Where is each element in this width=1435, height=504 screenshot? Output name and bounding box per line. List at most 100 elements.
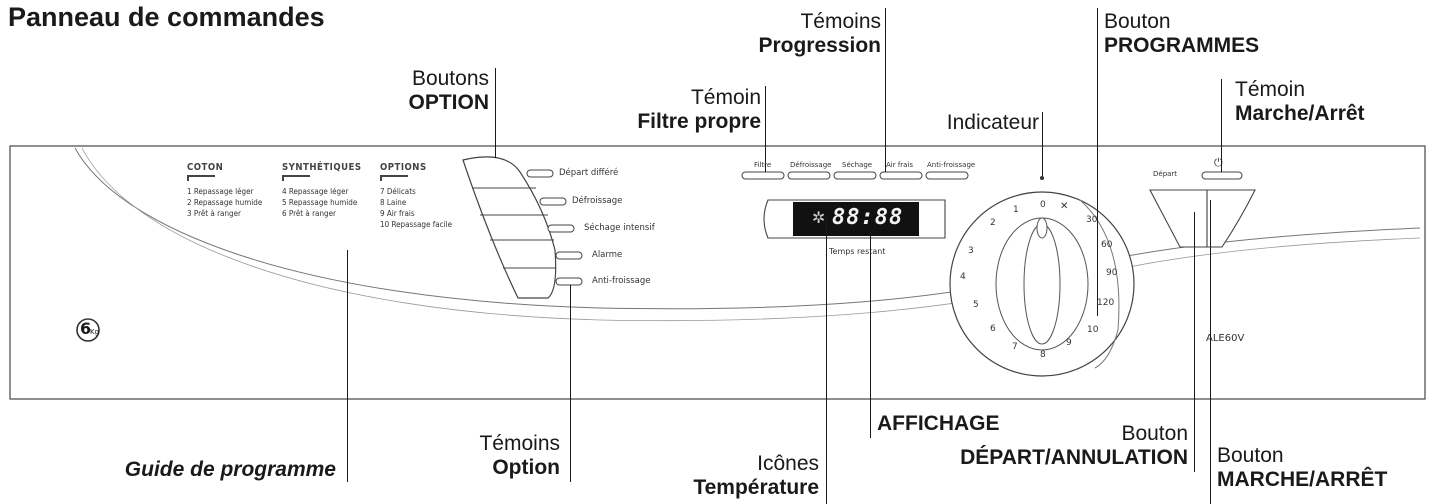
guide-options: OPTIONS 7 Délicats 8 Laine 9 Air frais 1… <box>380 162 452 230</box>
progress-led <box>833 171 877 180</box>
callout-icones-temperature: Icônes Température <box>693 452 819 499</box>
callout-temoins-progression: Témoins Progression <box>758 10 881 57</box>
progress-led <box>787 171 831 180</box>
leader-temoin-filtre <box>765 86 766 172</box>
program-dial[interactable] <box>949 191 1135 377</box>
display-screen <box>793 202 919 236</box>
guide-item: 4 Repassage léger <box>282 187 349 196</box>
depart-label: Départ <box>1153 170 1178 178</box>
display-digits: 88:88 <box>832 205 904 230</box>
guide-bracket <box>187 175 215 181</box>
leader-indicateur <box>1042 112 1043 176</box>
dial-number: 0 <box>1040 200 1046 210</box>
progress-label-air-frais: Air frais <box>886 161 914 169</box>
leader-temoin-marche <box>1221 79 1222 172</box>
callout-indicateur: Indicateur <box>946 111 1039 134</box>
dial-number: 6 <box>990 324 996 334</box>
callout-temoins-option: Témoins Option <box>479 432 560 479</box>
guide-item: 9 Air frais <box>380 209 415 218</box>
progress-led <box>741 171 785 180</box>
callout-boutons-option: Boutons OPTION <box>408 67 489 114</box>
guide-options-head: OPTIONS <box>380 162 427 173</box>
dial-number: 7 <box>1012 342 1018 352</box>
progress-leds <box>741 171 969 180</box>
callout-bouton-marche: Bouton MARCHE/ARRÊT <box>1217 444 1388 491</box>
callout-temoin-marche: Témoin Marche/Arrêt <box>1235 78 1365 125</box>
callout-bouton-depart: Bouton DÉPART/ANNULATION <box>960 422 1188 469</box>
capacity-num: 6 <box>80 319 92 338</box>
option-led <box>526 169 554 178</box>
option-label-depart-differe: Départ différé <box>559 168 619 178</box>
dial-number: 2 <box>990 218 996 228</box>
guide-bracket <box>380 175 408 181</box>
dial-number: 10 <box>1087 325 1099 335</box>
guide-item: 2 Repassage humide <box>187 198 263 207</box>
dial-number: 9 <box>1066 338 1072 348</box>
capacity-badge <box>76 318 100 342</box>
leader-bouton-marche <box>1210 200 1211 504</box>
temperature-icon: ✲ <box>812 208 826 227</box>
panel-outline <box>9 145 1426 400</box>
option-led <box>555 277 583 286</box>
guide-item: 1 Repassage léger <box>187 187 254 196</box>
callout-guide: Guide de programme <box>124 458 336 481</box>
page-title: Panneau de commandes <box>8 2 325 32</box>
dial-number: 4 <box>960 272 966 282</box>
dial-number: 90 <box>1106 268 1118 278</box>
dial-number: 8 <box>1040 350 1046 360</box>
guide-item: 3 Prêt à ranger <box>187 209 241 218</box>
option-leds <box>526 169 583 286</box>
leader-boutons-option <box>495 68 496 158</box>
progress-led <box>879 171 923 180</box>
guide-item: 5 Repassage humide <box>282 198 358 207</box>
option-label-alarme: Alarme <box>592 250 623 260</box>
panel-curve-2 <box>81 147 1421 322</box>
dial-number: 120 <box>1097 298 1115 308</box>
guide-coton-head: COTON <box>187 162 224 173</box>
option-led <box>539 197 567 206</box>
leader-icones-temperature <box>826 218 827 504</box>
power-led <box>1201 171 1243 180</box>
power-symbol-icon: ⏻ <box>1214 156 1223 169</box>
depart-button-shape[interactable] <box>1149 189 1256 248</box>
progress-led <box>925 171 969 180</box>
guide-bracket <box>282 175 310 181</box>
option-label-anti-froissage: Anti-froissage <box>592 276 651 286</box>
leader-temoins-option <box>570 285 571 482</box>
indicator-dot <box>1040 176 1044 180</box>
leader-bouton-programmes <box>1097 8 1098 316</box>
option-buttons-group[interactable] <box>462 156 557 299</box>
progress-label-defroissage: Défroissage <box>790 161 832 169</box>
callout-affichage: AFFICHAGE <box>877 412 1000 435</box>
option-led <box>547 224 575 233</box>
guide-synthetiques: SYNTHÉTIQUES 4 Repassage léger 5 Repassa… <box>282 162 362 219</box>
dial-number: 3 <box>968 246 974 256</box>
capacity-unit: Kg <box>90 328 100 336</box>
dial-number: 1 <box>1013 205 1019 215</box>
option-label-sechage-intensif: Séchage intensif <box>584 223 655 233</box>
callout-bouton-programmes: Bouton PROGRAMMES <box>1104 10 1260 57</box>
callout-temoin-filtre: Témoin Filtre propre <box>637 86 761 133</box>
progress-label-anti-froissage: Anti-froissage <box>927 161 976 169</box>
option-label-defroissage: Défroissage <box>572 196 623 206</box>
progress-label-filtre: Filtre <box>754 161 772 169</box>
guide-coton: COTON 1 Repassage léger 2 Repassage humi… <box>187 162 262 219</box>
dial-fan-icon: ✕ <box>1060 201 1069 212</box>
dial-number: 5 <box>973 300 979 310</box>
model-label: ALE60V <box>1206 333 1245 344</box>
leader-bouton-depart <box>1194 212 1195 472</box>
display-caption: Temps restant <box>829 247 886 256</box>
guide-item: 8 Laine <box>380 198 407 207</box>
leader-temoins-progression <box>885 8 886 172</box>
option-led <box>555 251 583 260</box>
dial-number: 60 <box>1101 240 1113 250</box>
progress-label-sechage: Séchage <box>842 161 873 169</box>
guide-item: 6 Prêt à ranger <box>282 209 336 218</box>
guide-item: 10 Repassage facile <box>380 220 453 229</box>
dial-number: 30 <box>1086 215 1098 225</box>
guide-item: 7 Délicats <box>380 187 416 196</box>
leader-guide <box>347 250 348 482</box>
guide-synth-head: SYNTHÉTIQUES <box>282 162 362 173</box>
leader-affichage <box>870 236 871 438</box>
